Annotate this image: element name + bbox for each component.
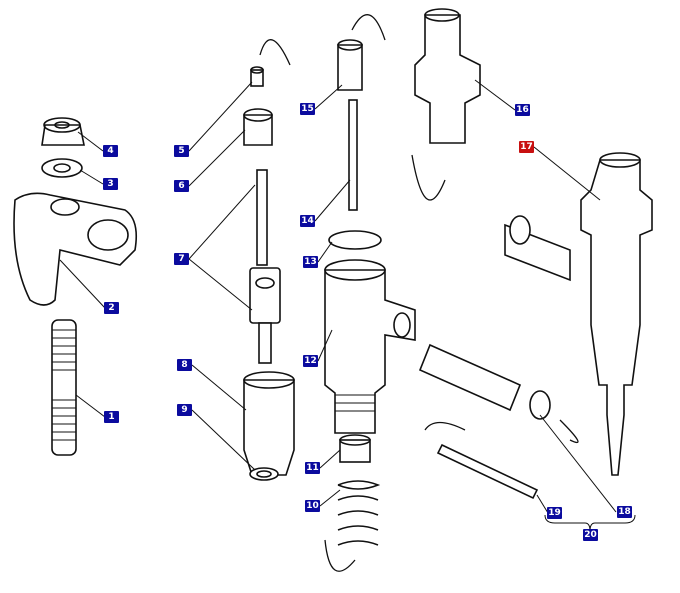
- part-2-clamp: [13, 192, 138, 306]
- part-17-injector: [504, 152, 653, 476]
- part-15-nut: [337, 39, 363, 91]
- part-9-washer: [249, 467, 279, 481]
- callout-18[interactable]: 18: [617, 506, 632, 518]
- callout-19[interactable]: 19: [547, 507, 562, 519]
- callout-17[interactable]: 17: [519, 141, 534, 153]
- callout-2[interactable]: 2: [104, 302, 119, 314]
- callout-9[interactable]: 9: [177, 404, 192, 416]
- part-10-spring: [337, 480, 381, 546]
- part-12-body: [324, 259, 416, 434]
- part-14-rod: [348, 99, 358, 211]
- part-16-fitting: [414, 8, 481, 144]
- part-3-washer: [41, 158, 83, 178]
- part-11-sleeve: [339, 434, 371, 463]
- part-4-nut: [41, 117, 85, 146]
- part-5-screw: [250, 66, 264, 87]
- part-1-stud: [51, 319, 77, 456]
- callout-15[interactable]: 15: [300, 103, 315, 115]
- callout-12[interactable]: 12: [303, 355, 318, 367]
- callout-16[interactable]: 16: [515, 104, 530, 116]
- part-7-nozzle: [249, 169, 281, 364]
- leader-lines: [59, 79, 636, 532]
- part-8-cap-nut: [243, 371, 295, 476]
- callout-7[interactable]: 7: [174, 253, 189, 265]
- callout-10[interactable]: 10: [305, 500, 320, 512]
- part-18-connector: [418, 343, 551, 420]
- callout-1[interactable]: 1: [104, 411, 119, 423]
- callout-4[interactable]: 4: [103, 145, 118, 157]
- assembly-arrows: [259, 14, 579, 572]
- callout-13[interactable]: 13: [303, 256, 318, 268]
- callout-6[interactable]: 6: [174, 180, 189, 192]
- callout-20[interactable]: 20: [583, 529, 598, 541]
- callout-5[interactable]: 5: [174, 145, 189, 157]
- callout-11[interactable]: 11: [305, 462, 320, 474]
- callout-3[interactable]: 3: [103, 178, 118, 190]
- part-19-filter: [436, 443, 539, 500]
- callout-14[interactable]: 14: [300, 215, 315, 227]
- part-13-ring: [328, 230, 382, 250]
- callout-8[interactable]: 8: [177, 359, 192, 371]
- part-6-nut: [243, 108, 273, 146]
